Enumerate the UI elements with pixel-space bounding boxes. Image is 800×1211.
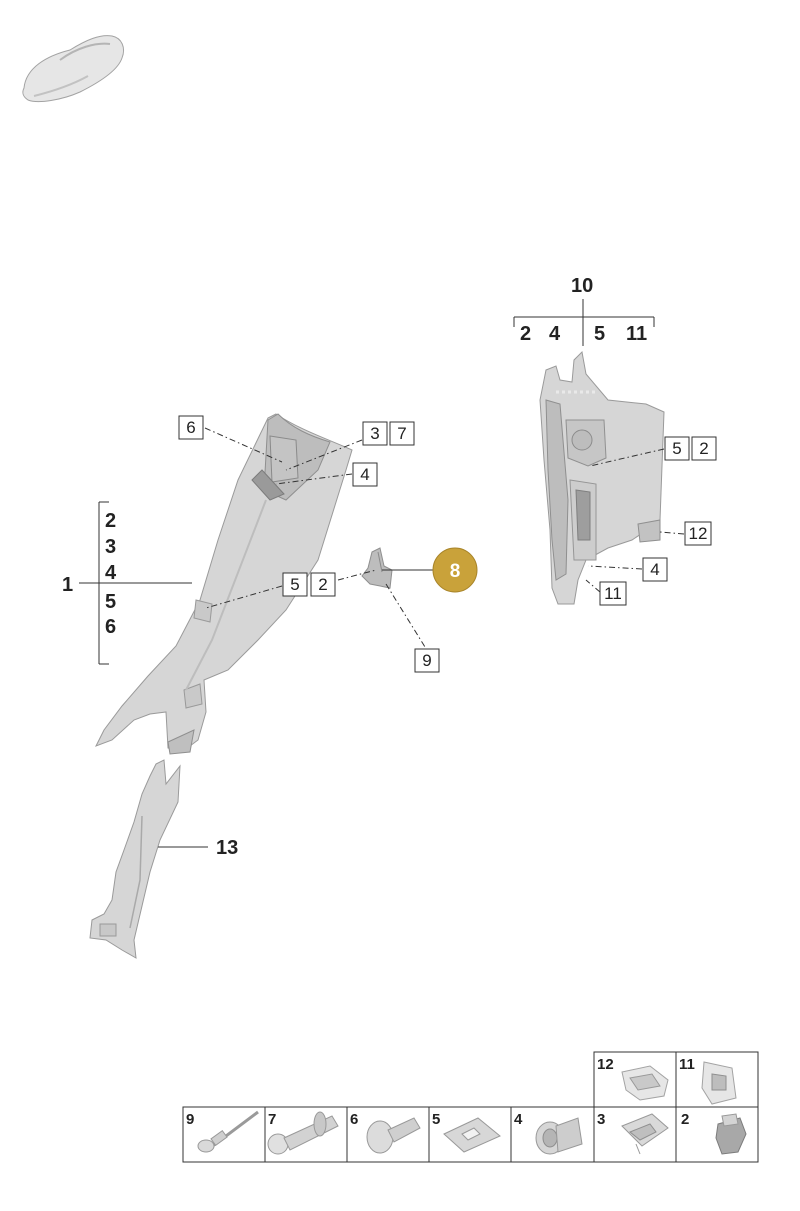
b-pillar-trim [539,350,665,605]
lower-strip-trim [89,759,181,959]
callout-12: 12 [684,521,712,546]
svg-text:7: 7 [397,424,406,443]
list-item: 2 [520,323,531,345]
bracket-part [361,547,393,589]
callout-5-a: 5 [282,572,308,597]
svg-text:3: 3 [370,424,379,443]
callout-9: 9 [414,648,440,673]
nut-11-icon [701,1061,737,1105]
b-pillar-label-group: 10 2 4 5 11 [520,275,647,345]
callout-6: 6 [178,415,204,440]
callout-3: 3 [362,421,388,446]
svg-text:11: 11 [604,584,622,603]
callout-4-b: 4 [642,557,668,582]
callout-11: 11 [599,581,627,606]
callout-7: 7 [389,421,415,446]
list-item: 3 [105,536,116,558]
legend-num: 6 [350,1111,358,1128]
legend-num: 3 [597,1111,605,1128]
legend-num: 7 [268,1111,276,1128]
a-pillar-trim [94,413,353,755]
callout-5-b: 5 [664,436,690,461]
legend-num: 4 [514,1111,523,1128]
leader-lines [79,299,685,848]
pad-5-icon [443,1117,501,1153]
list-item: 4 [549,323,561,345]
a-pillar-label-group: 1 2 3 4 5 6 [62,510,117,638]
list-item: 2 [105,510,116,532]
screw-7-icon [267,1111,339,1155]
callout-2-b: 2 [691,436,717,461]
svg-text:9: 9 [422,651,431,670]
callout-2-a: 2 [310,572,336,597]
part-label-10: 10 [571,275,593,297]
legend-num: 12 [597,1056,614,1073]
list-item: 5 [594,323,605,345]
badge-label: 8 [450,561,461,582]
car-thumbnail-icon [22,35,125,103]
fastener-legend: 12 11 9 7 6 5 4 3 2 [182,1051,759,1163]
list-item: 6 [105,616,116,638]
clip-3-icon [621,1113,669,1155]
legend-num: 5 [432,1111,440,1128]
grommet-4-icon [535,1117,583,1155]
list-item: 11 [626,323,647,345]
nut-2-icon [715,1113,747,1155]
svg-text:4: 4 [650,560,659,579]
legend-num: 9 [186,1111,194,1128]
rivet-9-icon [197,1110,259,1153]
part-label-1: 1 [62,574,73,596]
list-item: 5 [105,591,116,613]
svg-text:4: 4 [360,465,369,484]
svg-text:2: 2 [318,575,327,594]
clip-6-icon [366,1117,421,1154]
svg-text:6: 6 [186,418,195,437]
svg-text:2: 2 [699,439,708,458]
callout-4-a: 4 [352,462,378,487]
part-label-13: 13 [216,837,238,859]
legend-num: 11 [679,1056,695,1073]
svg-text:5: 5 [290,575,299,594]
svg-text:12: 12 [689,524,708,543]
highlight-badge[interactable]: 8 [432,547,478,593]
list-item: 4 [105,562,117,584]
legend-num: 2 [681,1111,689,1128]
svg-text:5: 5 [672,439,681,458]
clip-12-icon [621,1065,669,1101]
